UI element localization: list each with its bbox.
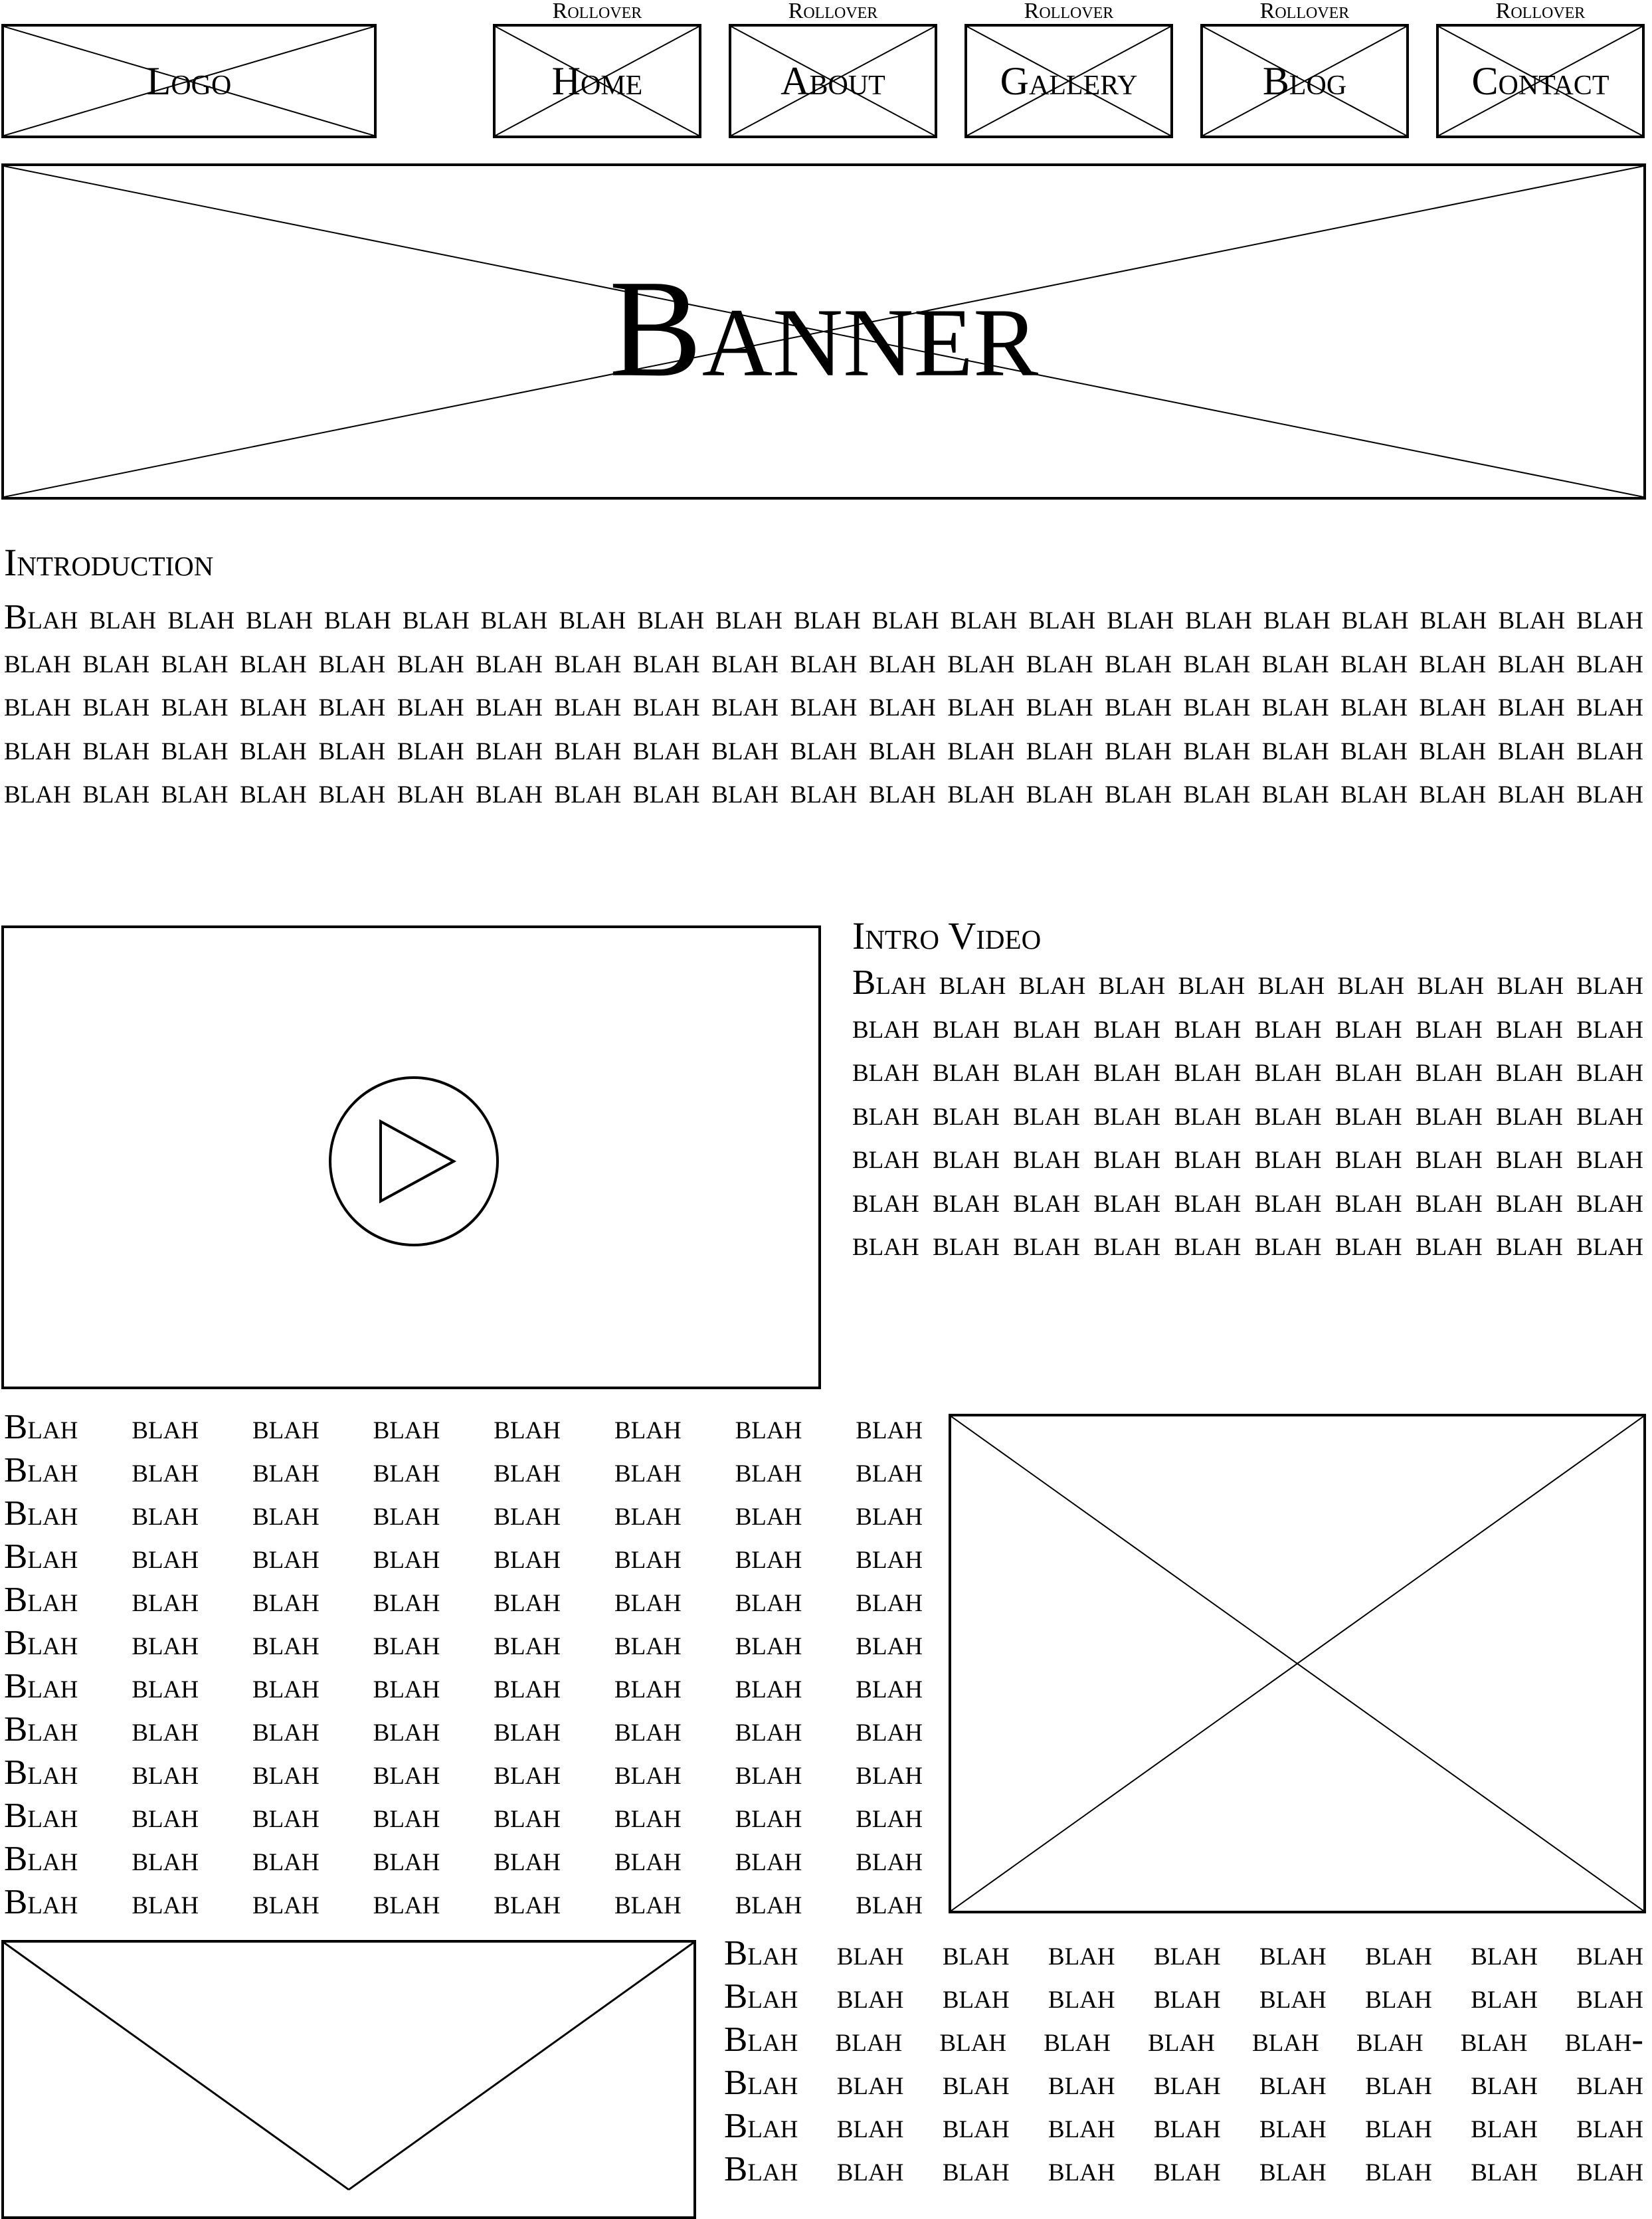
nav-about[interactable]: About (729, 24, 937, 138)
text-line: Blah blah blah blah blah blah blah blah … (724, 2107, 1643, 2145)
image-placeholder-cross-icon (496, 27, 699, 136)
bottom-text-block: Blah blah blah blah blah blah blah blah … (724, 1932, 1643, 2191)
nav-home[interactable]: Home (493, 24, 701, 138)
text-line: Blah blah blah blah blah blah blah blah … (724, 1934, 1643, 1973)
image-placeholder-bottom (1, 1940, 696, 2219)
text-line: Blah blah blah blah blah blah blah blah (4, 1408, 923, 1446)
nav-contact-label: Contact (1471, 59, 1609, 103)
rollover-hint-contact: Rollover (1495, 0, 1586, 23)
text-line: Blah blah blah blah blah blah blah blah (4, 1753, 923, 1792)
rollover-hint-gallery: Rollover (1024, 0, 1114, 23)
rollover-hint-about: Rollover (788, 0, 878, 23)
image-placeholder-cross-icon (1439, 27, 1642, 136)
text-line: Blah blah blah blah blah blah blah blah (4, 1840, 923, 1878)
middle-text-block: Blah blah blah blah blah blah blah blah … (4, 1406, 923, 1924)
nav-gallery[interactable]: Gallery (964, 24, 1173, 138)
rollover-hint-blog: Rollover (1259, 0, 1350, 23)
image-placeholder-cross-icon (4, 166, 1643, 497)
nav-blog[interactable]: Blog (1200, 24, 1409, 138)
image-placeholder-cross-icon (967, 27, 1170, 136)
logo-label: Logo (146, 59, 232, 103)
image-placeholder-cross-icon (1203, 27, 1406, 136)
play-icon[interactable] (327, 1075, 500, 1248)
image-placeholder-cross-icon (4, 1943, 693, 2190)
nav-contact[interactable]: Contact (1436, 24, 1645, 138)
text-line: Blah blah blah blah blah blah blah blah (4, 1494, 923, 1533)
banner-placeholder: Banner (1, 163, 1646, 500)
nav-blog-label: Blog (1262, 59, 1347, 103)
image-placeholder-cross-icon (731, 27, 935, 136)
nav-about-label: About (780, 59, 885, 103)
nav-home-label: Home (551, 59, 643, 103)
intro-video-heading: Intro Video (852, 914, 1042, 957)
text-line: Blah blah blah blah blah blah blah blah (4, 1451, 923, 1490)
text-line: Blah blah blah blah blah blah blah blah (4, 1710, 923, 1749)
banner-title: Banner (608, 251, 1039, 406)
text-line: Blah blah blah blah blah blah blah blah … (724, 2150, 1643, 2188)
text-line: Blah blah blah blah blah blah blah blah (4, 1667, 923, 1705)
rollover-hint-home: Rollover (552, 0, 642, 23)
text-line: Blah blah blah blah blah blah blah blah … (724, 1977, 1643, 2016)
intro-video-player[interactable] (1, 925, 821, 1389)
text-line: Blah blah blah blah blah blah blah blah … (724, 2064, 1643, 2102)
text-line: Blah blah blah blah blah blah blah blah (4, 1796, 923, 1835)
text-line: Blah blah blah blah blah blah blah blah (4, 1581, 923, 1619)
nav-gallery-label: Gallery (1000, 59, 1138, 103)
text-line: Blah blah blah blah blah blah blah blah (4, 1883, 923, 1921)
text-line: Blah blah blah blah blah blah blah blah (4, 1537, 923, 1576)
logo-placeholder[interactable]: Logo (1, 24, 377, 138)
text-line: Blah blah blah blah blah blah blah blah … (724, 2020, 1643, 2059)
image-placeholder-cross-icon (4, 27, 374, 136)
image-placeholder-middle (949, 1414, 1646, 1913)
intro-paragraph: Blah blah blah blah blah blah blah blah … (4, 598, 1643, 811)
intro-heading: Introduction (4, 541, 214, 584)
image-placeholder-cross-icon (951, 1416, 1643, 1911)
text-line: Blah blah blah blah blah blah blah blah (4, 1624, 923, 1662)
intro-video-paragraph: Blah blah blah blah blah blah blah blah … (852, 963, 1643, 1263)
